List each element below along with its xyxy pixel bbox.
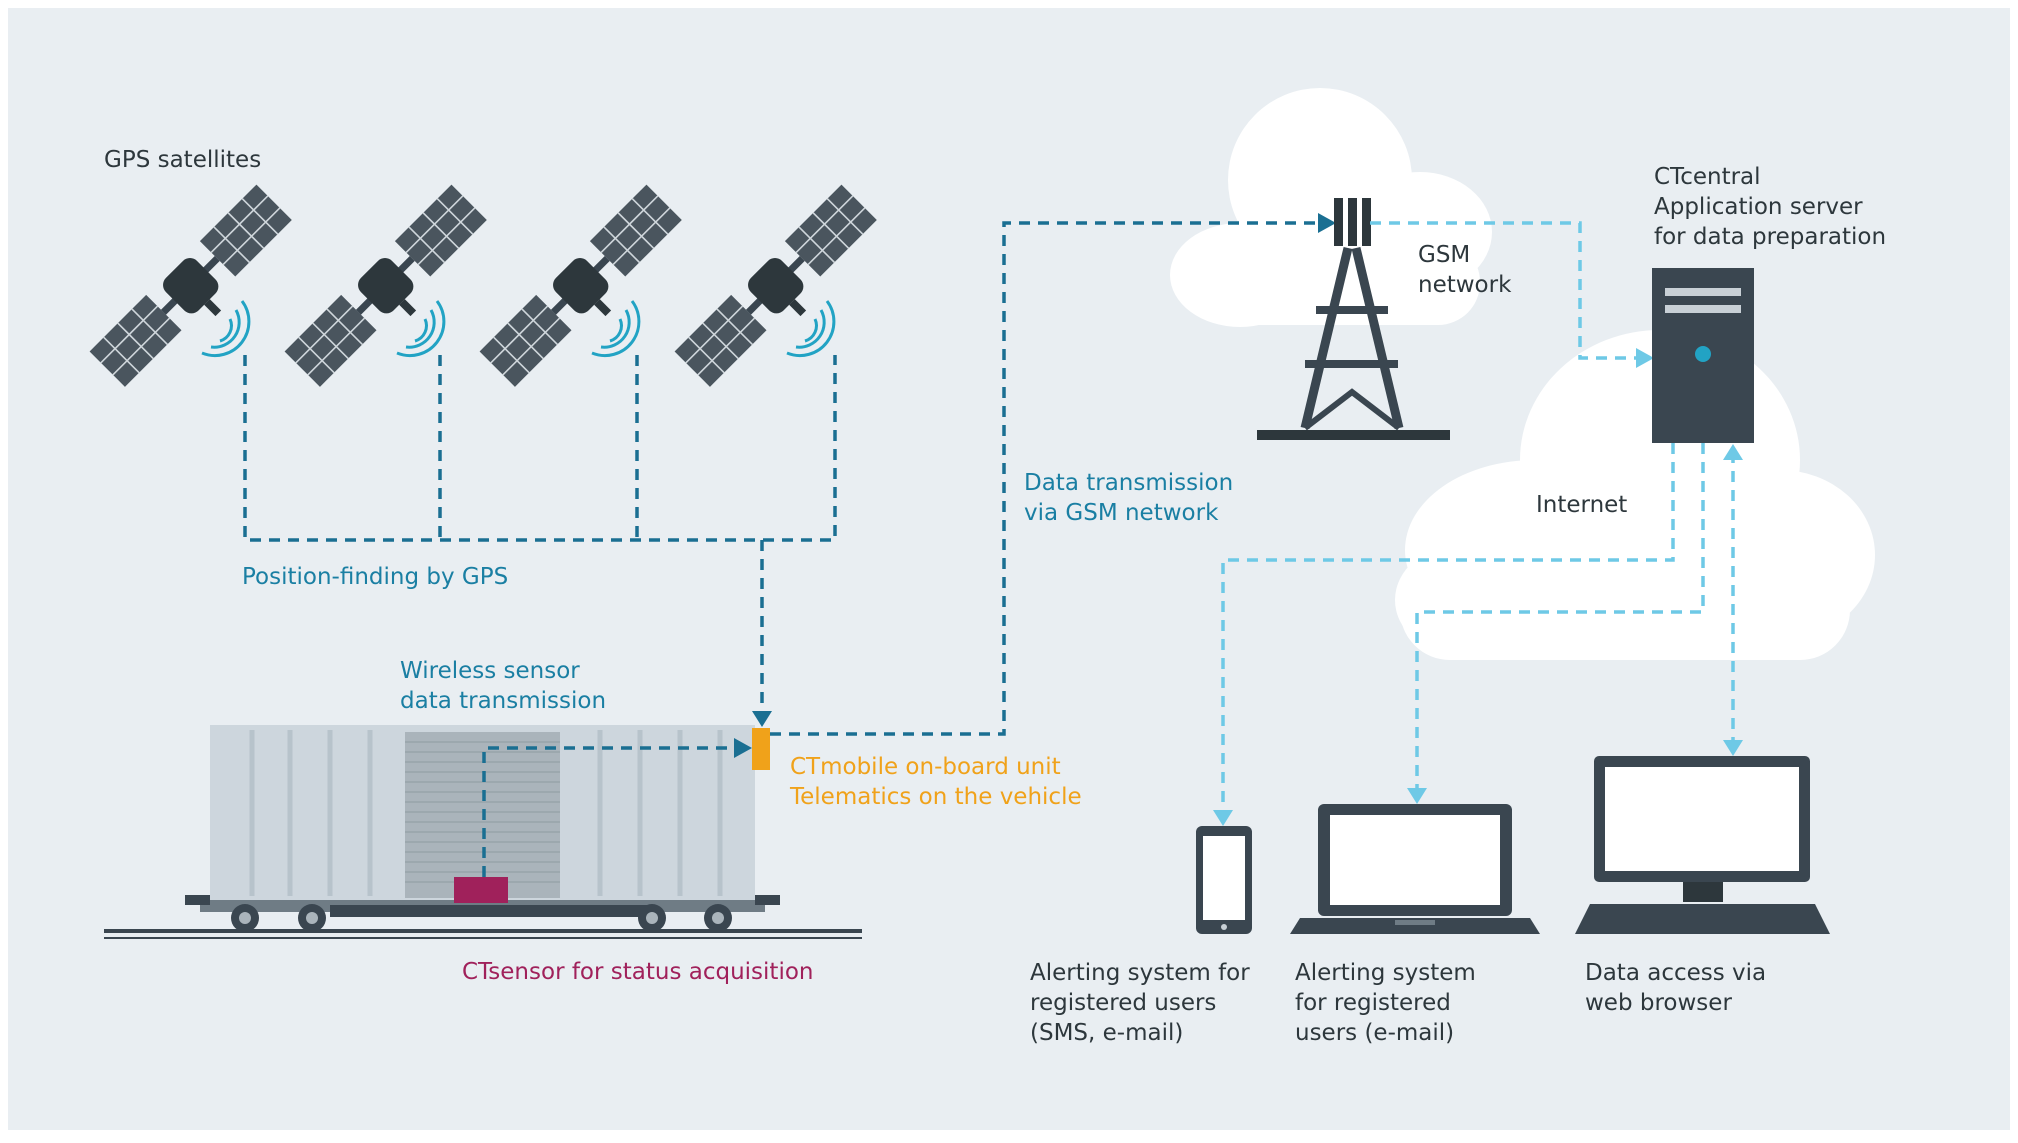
gps-satellites-title: GPS satellites	[104, 147, 262, 173]
alert-laptop-label: Alerting system for registered users (e-…	[1295, 960, 1476, 1046]
wireless-arrowhead	[734, 738, 752, 758]
laptop-icon	[1290, 804, 1540, 934]
rail-track	[104, 929, 862, 939]
smartphone-icon	[1196, 826, 1252, 934]
gsm-transmission-link	[770, 221, 1320, 736]
gps-arrowhead	[752, 711, 772, 727]
monitor-arrowhead	[1723, 740, 1743, 756]
server-arrowhead	[1636, 348, 1654, 368]
sensor-label: CTsensor for status acquisition	[462, 959, 814, 985]
gsm-network-label: GSM network	[1418, 242, 1512, 298]
monitor-icon	[1575, 756, 1830, 934]
wireless-sensor-link	[482, 746, 738, 877]
gps-caption: Position-finding by GPS	[242, 564, 509, 590]
alert-phone-label: Alerting system for registered users (SM…	[1030, 960, 1250, 1046]
wireless-label: Wireless sensor data transmission	[400, 658, 607, 714]
web-access-label: Data access via web browser	[1585, 960, 1767, 1016]
ctsensor-unit	[454, 877, 508, 903]
gps-link-lines	[243, 355, 837, 715]
onboard-label: CTmobile on-board unit Telematics on the…	[790, 754, 1082, 810]
phone-arrowhead	[1213, 810, 1233, 826]
server-icon	[1652, 268, 1754, 443]
server-up-arrowhead	[1723, 444, 1743, 460]
laptop-arrowhead	[1407, 788, 1427, 804]
gsm-tower-icon	[1257, 198, 1450, 440]
gsm-server-link	[1370, 221, 1640, 360]
internet-links	[1221, 443, 1735, 812]
gsm-arrowhead	[1318, 213, 1336, 233]
internet-label: Internet	[1536, 492, 1628, 518]
ctmobile-onboard-unit	[752, 728, 770, 770]
server-label: CTcentral Application server for data pr…	[1654, 164, 1887, 250]
gsm-transmission-label: Data transmission via GSM network	[1024, 470, 1234, 526]
